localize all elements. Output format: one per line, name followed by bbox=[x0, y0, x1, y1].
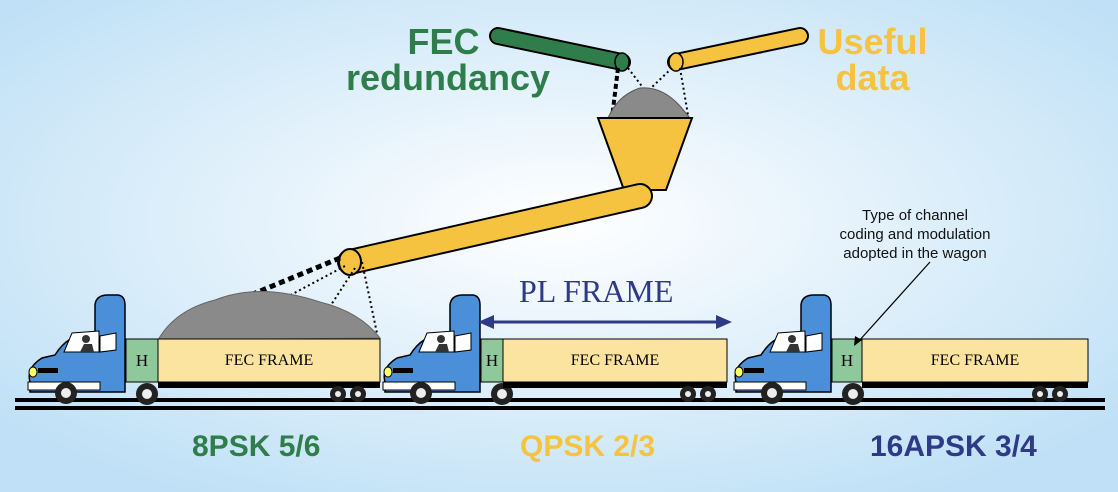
header-label-3: H bbox=[840, 351, 854, 370]
wagon-3 bbox=[861, 338, 1089, 383]
wagon-1 bbox=[157, 338, 381, 383]
truck-3 bbox=[733, 294, 1089, 406]
note-line-1: Type of channel bbox=[862, 207, 968, 224]
fec-frame-label-1: FEC FRAME bbox=[224, 352, 314, 369]
fec-frame-label-3: FEC FRAME bbox=[930, 352, 1020, 369]
railway-track bbox=[15, 398, 1105, 410]
modulation-label-3: 16APSK 3/4 bbox=[870, 430, 1037, 463]
useful-data-label: Useful data bbox=[810, 24, 935, 96]
fec-redundancy-chute bbox=[489, 27, 631, 72]
hopper bbox=[596, 117, 694, 191]
hopper-load bbox=[607, 87, 692, 119]
pl-frame-arrow bbox=[478, 315, 732, 329]
note-line-3: adopted in the wagon bbox=[843, 245, 987, 262]
pl-frame-label: PL FRAME bbox=[519, 273, 674, 309]
header-label-1: H bbox=[135, 351, 149, 370]
channel-coding-note: Type of channel coding and modulation ad… bbox=[820, 206, 1010, 263]
header-block-1 bbox=[125, 338, 159, 383]
useful-data-line-2: data bbox=[835, 57, 910, 98]
useful-data-chute bbox=[667, 27, 809, 72]
useful-data-line-1: Useful bbox=[817, 21, 928, 62]
header-block-3 bbox=[831, 338, 863, 383]
callout-pointer bbox=[857, 261, 931, 343]
fec-redundancy-line-2: redundancy bbox=[346, 57, 551, 98]
wagon-1-load bbox=[157, 290, 382, 341]
fec-redundancy-line-1: FEC bbox=[407, 21, 480, 62]
modulation-label-2: QPSK 2/3 bbox=[520, 430, 656, 463]
fec-redundancy-label: FEC redundancy bbox=[346, 21, 551, 98]
header-label-2: H bbox=[485, 351, 499, 370]
fec-frame-label-2: FEC FRAME bbox=[570, 352, 660, 369]
truck-1 bbox=[27, 290, 382, 406]
truck-2 bbox=[382, 294, 728, 406]
note-line-2: coding and modulation bbox=[839, 226, 991, 243]
wagon-2 bbox=[502, 338, 728, 383]
modulation-label-1: 8PSK 5/6 bbox=[192, 430, 321, 463]
